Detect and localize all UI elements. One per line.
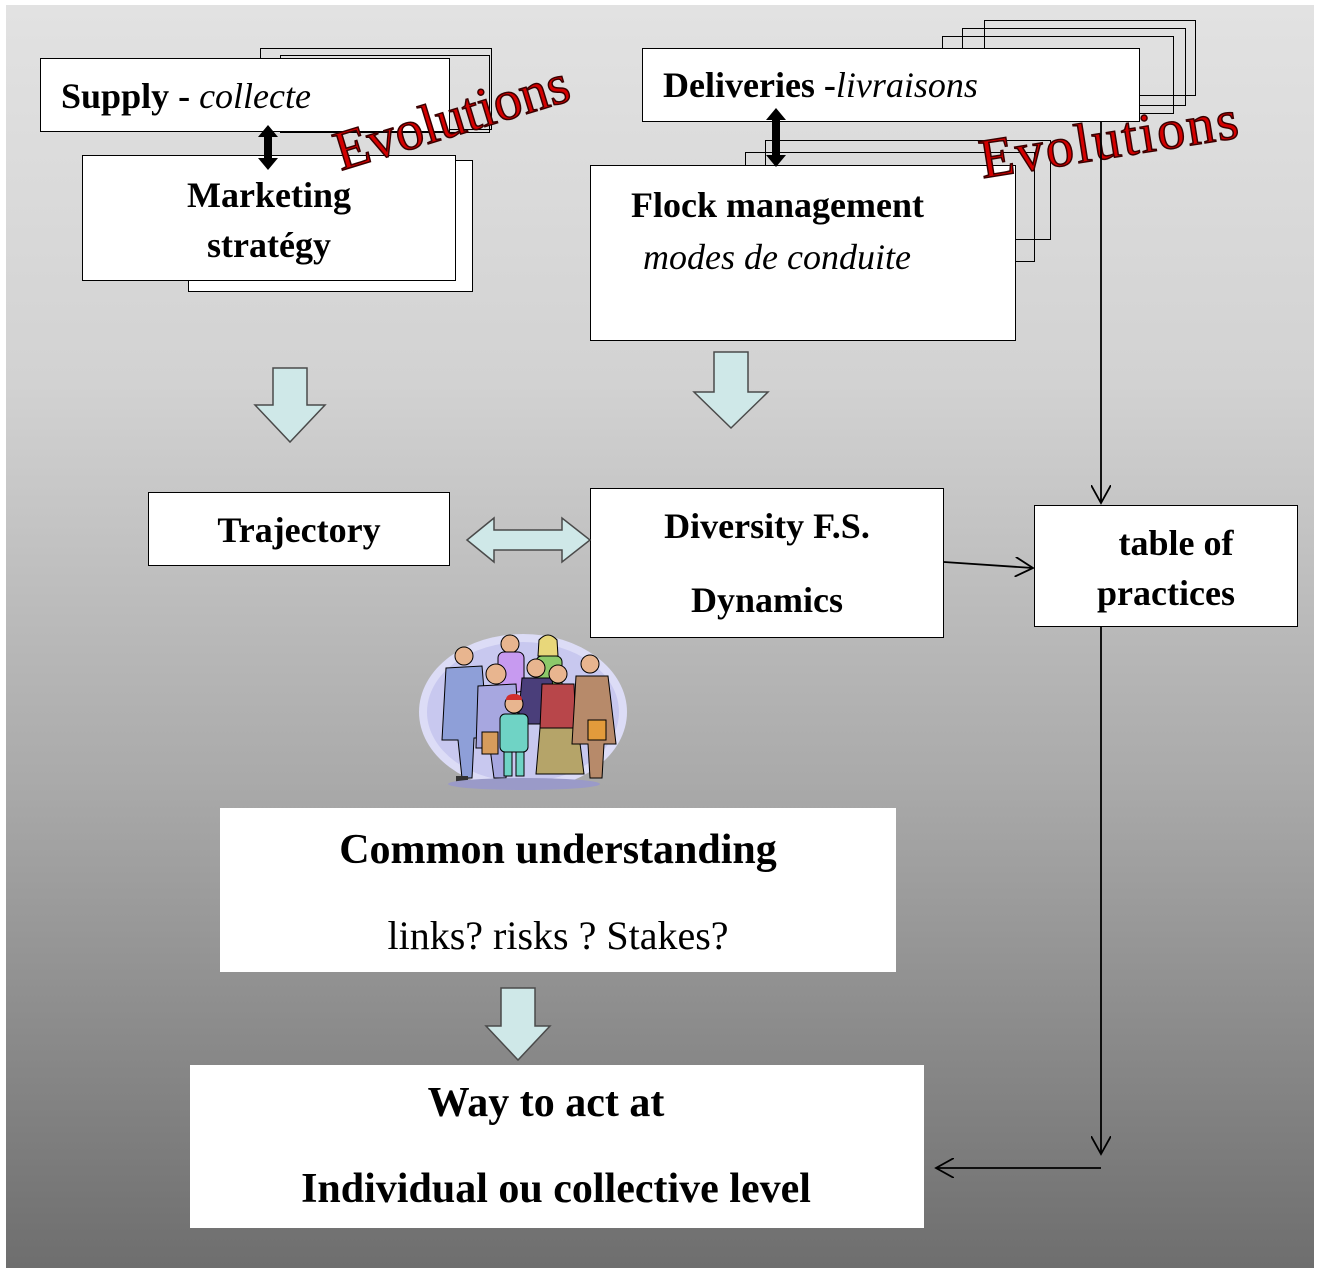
marketing-line-1: Marketing	[187, 175, 351, 215]
deliveries-flock-double-arrow	[766, 108, 786, 167]
table-of-practices-box: table of practices	[1034, 505, 1298, 627]
block-arrow-flock-down	[692, 351, 770, 430]
supply-box: Supply - collecte	[40, 58, 450, 132]
way-line-2: Individual ou collective level	[301, 1166, 811, 1212]
marketing-line-2: stratégy	[207, 225, 331, 265]
supply-italic-label: collecte	[199, 76, 311, 116]
flock-management-box: Flock management modes de conduite	[590, 165, 1016, 341]
diversity-to-practices-line	[943, 562, 1033, 568]
supply-marketing-double-arrow	[258, 125, 278, 170]
block-arrow-common-down	[484, 987, 552, 1062]
practices-line-1: table of	[1118, 523, 1234, 563]
diversity-line-1: Diversity F.S.	[664, 506, 870, 546]
flock-line-1: Flock management	[631, 185, 924, 225]
way-line-1: Way to act at	[427, 1080, 665, 1126]
trajectory-label: Trajectory	[217, 510, 381, 550]
group-of-people-clipart	[419, 634, 627, 790]
trajectory-box: Trajectory	[148, 492, 450, 566]
deliveries-label: Deliveries -	[663, 65, 836, 105]
deliveries-italic-label: livraisons	[835, 65, 978, 105]
common-title: Common understanding	[339, 827, 777, 873]
practices-line-2: practices	[1097, 573, 1235, 613]
diversity-line-2: Dynamics	[691, 580, 843, 620]
deliveries-box: Deliveries -livraisons	[642, 48, 1140, 122]
marketing-box: Marketing stratégy	[82, 155, 456, 281]
flock-line-2: modes de conduite	[643, 237, 911, 277]
trajectory-diversity-double-arrow	[465, 516, 592, 564]
supply-label: Supply -	[61, 76, 200, 116]
way-to-act-box: Way to act at Individual ou collective l…	[190, 1065, 924, 1228]
diversity-box: Diversity F.S. Dynamics	[590, 488, 944, 638]
common-subtitle: links? risks ? Stakes?	[387, 913, 729, 958]
block-arrow-marketing-down	[253, 367, 327, 444]
common-understanding-box: Common understanding links? risks ? Stak…	[220, 808, 896, 972]
